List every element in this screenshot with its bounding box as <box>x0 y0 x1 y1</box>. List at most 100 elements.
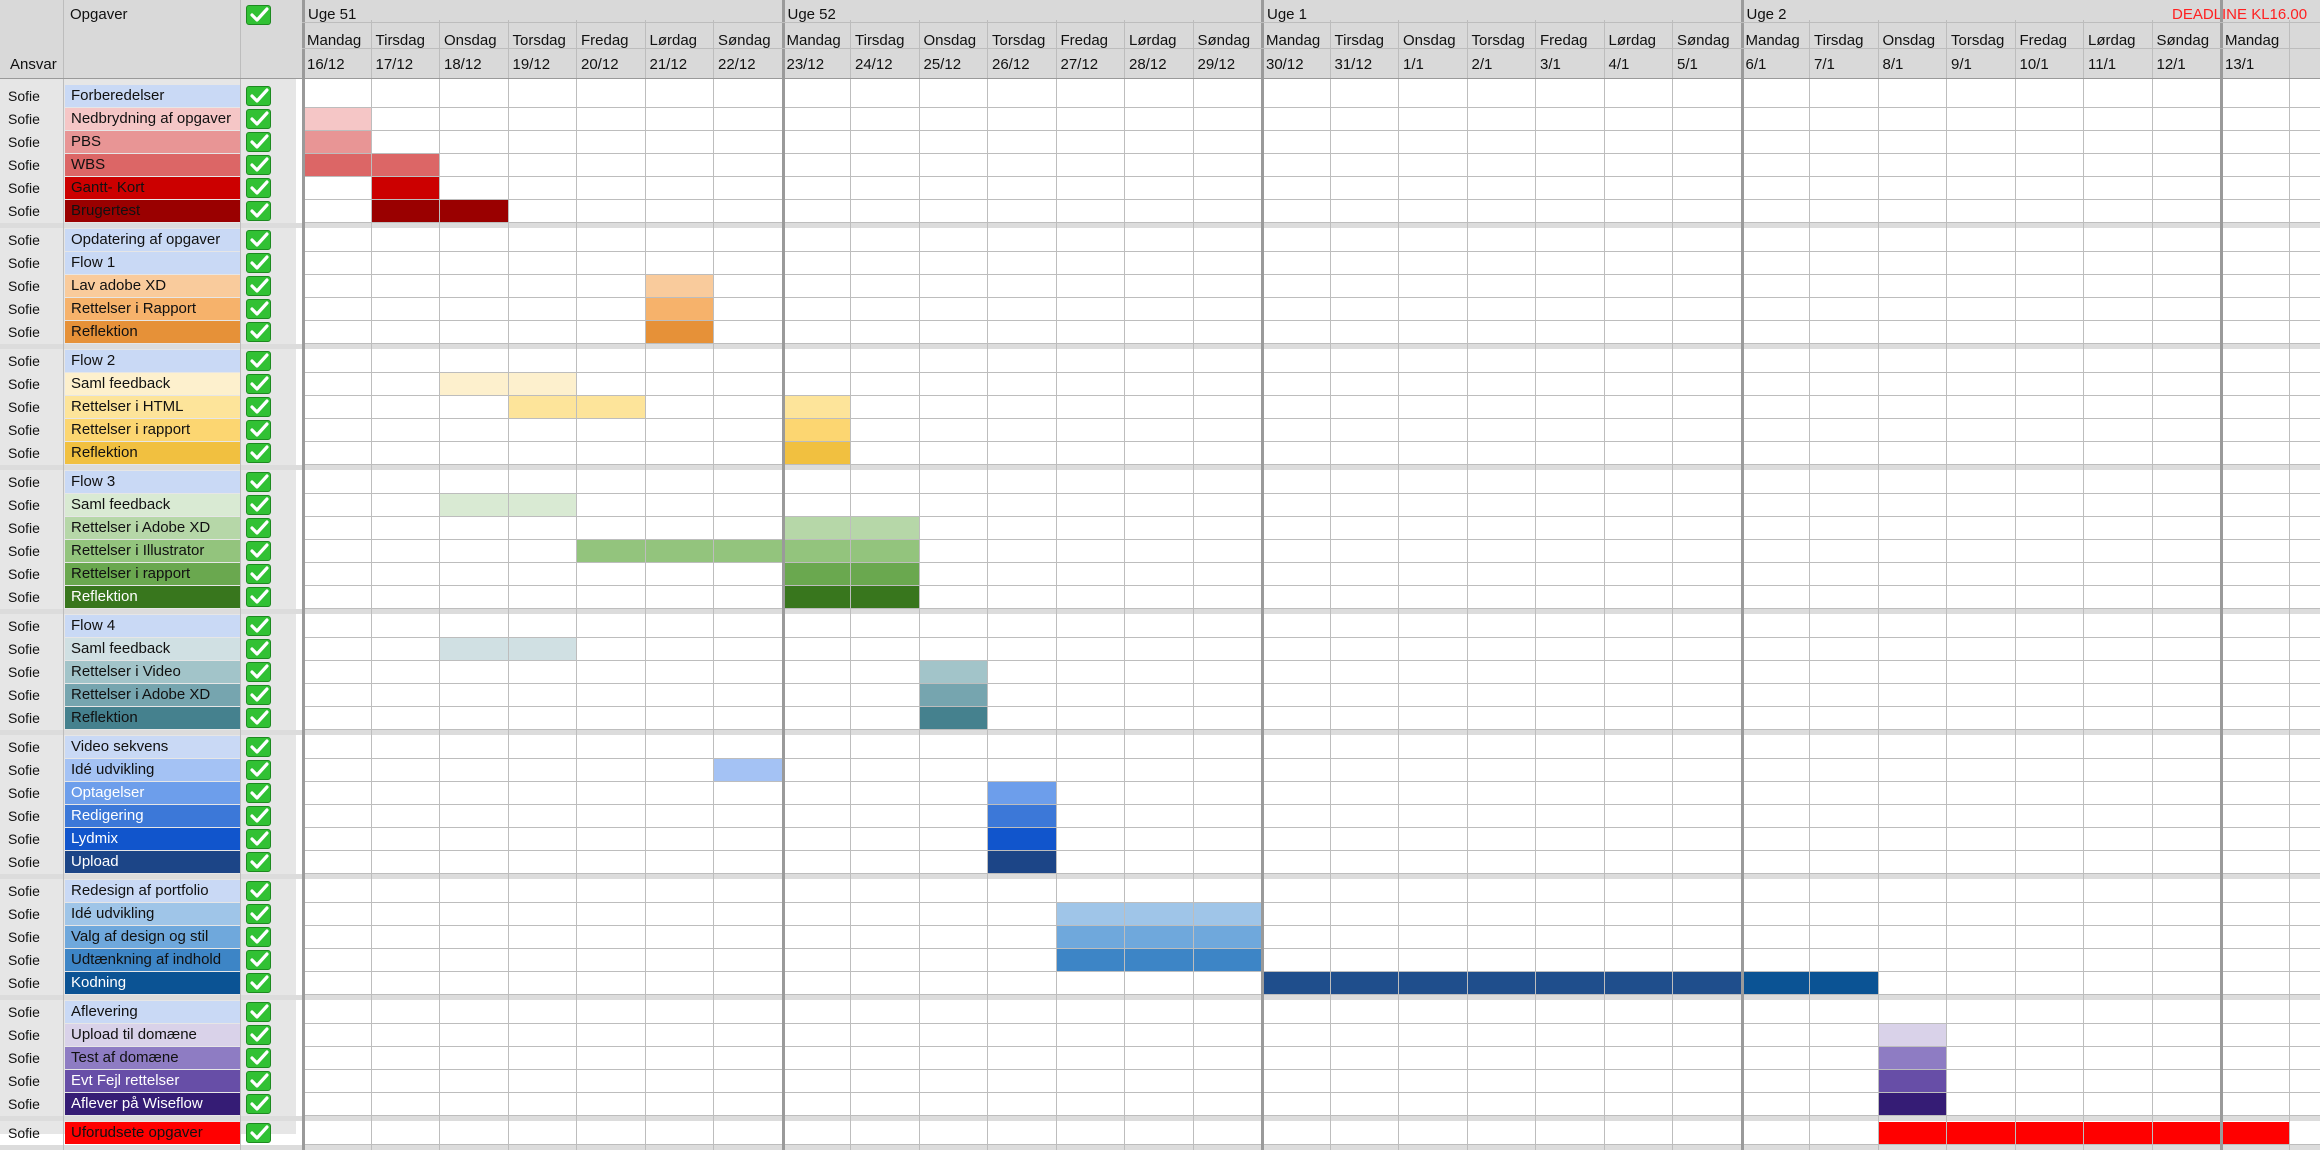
done-check-icon[interactable] <box>246 973 271 993</box>
done-check-icon[interactable] <box>246 155 271 175</box>
gantt-bar[interactable] <box>918 684 987 706</box>
done-check-icon[interactable] <box>246 564 271 584</box>
done-check-icon[interactable] <box>246 1071 271 1091</box>
gantt-bar[interactable] <box>987 851 1056 873</box>
task-name[interactable]: Rettelser i rapport <box>65 563 241 585</box>
done-check-icon[interactable] <box>246 616 271 636</box>
gantt-bar[interactable] <box>1261 972 1741 994</box>
gantt-bar[interactable] <box>918 707 987 729</box>
header-check-icon[interactable] <box>246 5 271 25</box>
done-check-icon[interactable] <box>246 760 271 780</box>
task-name[interactable]: Reflektion <box>65 321 241 343</box>
gantt-bar[interactable] <box>1877 1093 1946 1115</box>
done-check-icon[interactable] <box>246 518 271 538</box>
task-name[interactable]: Idé udvikling <box>65 759 241 781</box>
gantt-bar[interactable] <box>987 805 1056 827</box>
gantt-bar[interactable] <box>781 396 850 418</box>
gantt-bar[interactable] <box>781 442 850 464</box>
gantt-bar[interactable] <box>439 494 576 516</box>
task-name[interactable]: Rettelser i Illustrator <box>65 540 241 562</box>
gantt-bar[interactable] <box>781 419 850 441</box>
task-name[interactable]: Nedbrydning af opgaver <box>65 108 241 130</box>
done-check-icon[interactable] <box>246 109 271 129</box>
task-name[interactable]: Kodning <box>65 972 241 994</box>
task-name[interactable]: WBS <box>65 154 241 176</box>
task-name[interactable]: Rettelser i Rapport <box>65 298 241 320</box>
gantt-bar[interactable] <box>302 108 371 130</box>
done-check-icon[interactable] <box>246 1094 271 1114</box>
task-name[interactable]: Redesign af portfolio <box>65 880 241 902</box>
done-check-icon[interactable] <box>246 881 271 901</box>
task-name[interactable]: Lydmix <box>65 828 241 850</box>
task-name[interactable]: Saml feedback <box>65 638 241 660</box>
task-name[interactable]: Saml feedback <box>65 494 241 516</box>
done-check-icon[interactable] <box>246 443 271 463</box>
gantt-bar[interactable] <box>302 131 371 153</box>
task-name[interactable]: Forberedelser <box>65 85 241 107</box>
done-check-icon[interactable] <box>246 737 271 757</box>
done-check-icon[interactable] <box>246 950 271 970</box>
task-name[interactable]: Uforudsete opgaver <box>65 1122 241 1144</box>
task-name[interactable]: Test af domæne <box>65 1047 241 1069</box>
gantt-bar[interactable] <box>439 373 576 395</box>
task-name[interactable]: Aflevering <box>65 1001 241 1023</box>
task-name[interactable]: Aflever på Wiseflow <box>65 1093 241 1115</box>
done-check-icon[interactable] <box>246 86 271 106</box>
task-name[interactable]: Flow 1 <box>65 252 241 274</box>
done-check-icon[interactable] <box>246 662 271 682</box>
done-check-icon[interactable] <box>246 587 271 607</box>
done-check-icon[interactable] <box>246 472 271 492</box>
task-name[interactable]: Lav adobe XD <box>65 275 241 297</box>
done-check-icon[interactable] <box>246 1025 271 1045</box>
gantt-bar[interactable] <box>1877 1024 1946 1046</box>
done-check-icon[interactable] <box>246 927 271 947</box>
done-check-icon[interactable] <box>246 178 271 198</box>
task-name[interactable]: Flow 3 <box>65 471 241 493</box>
done-check-icon[interactable] <box>246 1048 271 1068</box>
task-name[interactable]: Rettelser i Adobe XD <box>65 517 241 539</box>
task-name[interactable]: Rettelser i Video <box>65 661 241 683</box>
done-check-icon[interactable] <box>246 541 271 561</box>
task-name[interactable]: Flow 2 <box>65 350 241 372</box>
task-name[interactable]: Rettelser i HTML <box>65 396 241 418</box>
done-check-icon[interactable] <box>246 374 271 394</box>
task-name[interactable]: Valg af design og stil <box>65 926 241 948</box>
task-name[interactable]: Flow 4 <box>65 615 241 637</box>
task-name[interactable]: Saml feedback <box>65 373 241 395</box>
gantt-bar[interactable] <box>1055 903 1261 925</box>
task-name[interactable]: Upload <box>65 851 241 873</box>
task-name[interactable]: Idé udvikling <box>65 903 241 925</box>
done-check-icon[interactable] <box>246 253 271 273</box>
task-name[interactable]: Rettelser i rapport <box>65 419 241 441</box>
done-check-icon[interactable] <box>246 397 271 417</box>
task-name[interactable]: Redigering <box>65 805 241 827</box>
gantt-bar[interactable] <box>439 638 576 660</box>
task-name[interactable]: Opdatering af opgaver <box>65 229 241 251</box>
task-name[interactable]: Brugertest <box>65 200 241 222</box>
task-name[interactable]: Reflektion <box>65 586 241 608</box>
gantt-bar[interactable] <box>1055 949 1261 971</box>
task-name[interactable]: Optagelser <box>65 782 241 804</box>
done-check-icon[interactable] <box>246 322 271 342</box>
done-check-icon[interactable] <box>246 829 271 849</box>
done-check-icon[interactable] <box>246 639 271 659</box>
done-check-icon[interactable] <box>246 685 271 705</box>
gantt-bar[interactable] <box>644 275 713 297</box>
done-check-icon[interactable] <box>246 132 271 152</box>
done-check-icon[interactable] <box>246 420 271 440</box>
gantt-bar[interactable] <box>1877 1047 1946 1069</box>
task-name[interactable]: Reflektion <box>65 442 241 464</box>
gantt-bar[interactable] <box>1055 926 1261 948</box>
gantt-bar[interactable] <box>987 782 1056 804</box>
gantt-bar[interactable] <box>576 540 782 562</box>
gantt-bar[interactable] <box>987 828 1056 850</box>
done-check-icon[interactable] <box>246 201 271 221</box>
task-name[interactable]: Udtænkning af indhold <box>65 949 241 971</box>
done-check-icon[interactable] <box>246 852 271 872</box>
gantt-bar[interactable] <box>644 298 713 320</box>
gantt-bar[interactable] <box>370 177 439 199</box>
done-check-icon[interactable] <box>246 1002 271 1022</box>
task-name[interactable]: Evt Fejl rettelser <box>65 1070 241 1092</box>
done-check-icon[interactable] <box>246 276 271 296</box>
done-check-icon[interactable] <box>246 299 271 319</box>
